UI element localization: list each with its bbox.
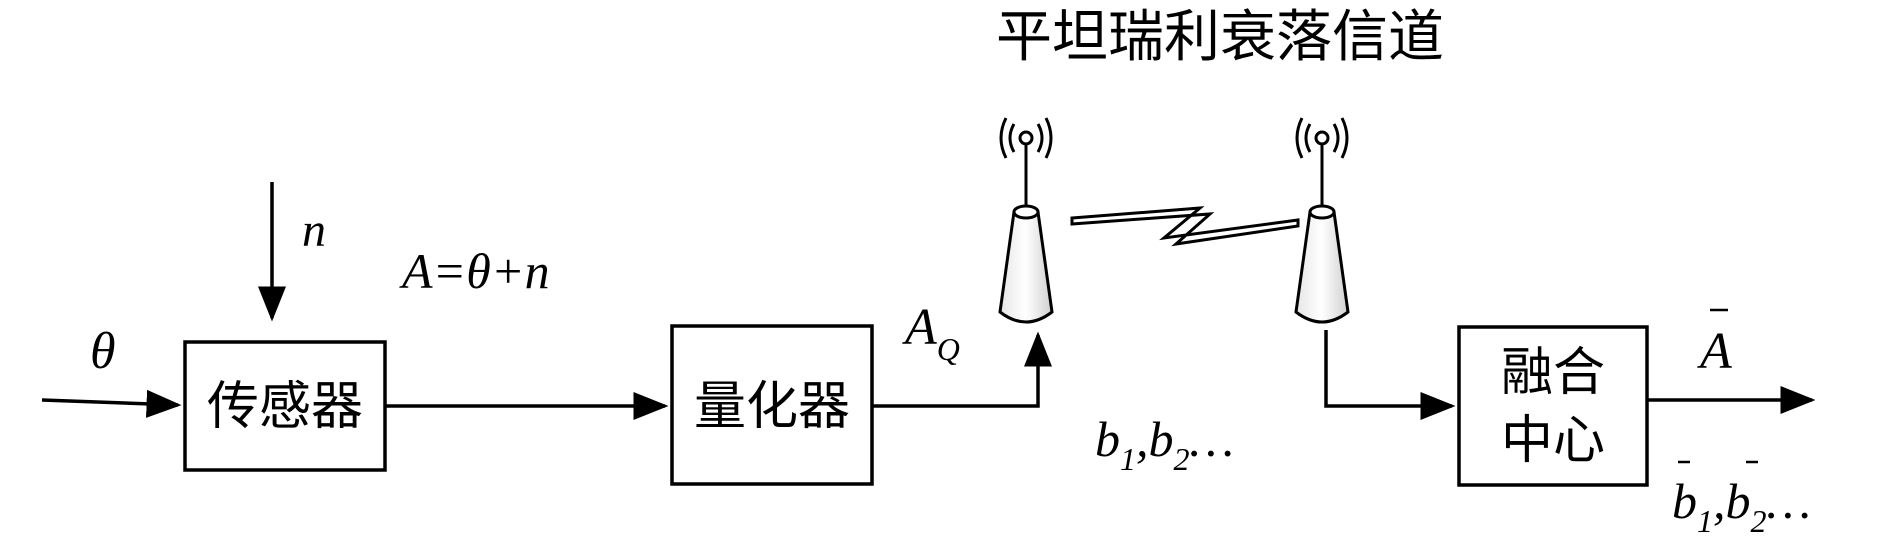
transmit-antenna [998, 117, 1054, 324]
theta-input-arrow [41, 389, 182, 418]
noise-label: n [302, 204, 326, 257]
bar-comma: , [1713, 473, 1726, 529]
sum-equation: A=θ+n [399, 243, 550, 299]
wireless-link-icon [1070, 206, 1300, 247]
bits-sub2: 2 [1174, 441, 1190, 477]
bits-comma: , [1136, 411, 1149, 467]
quantizer-label: 量化器 [694, 377, 850, 437]
channel-title: 平坦瑞利衰落信道 [996, 5, 1444, 70]
a-hat-label: A [1697, 323, 1732, 380]
bits-dots: … [1190, 411, 1234, 467]
bits-b2: b [1149, 411, 1174, 467]
bar-dots: … [1767, 473, 1811, 529]
quantizer-to-antenna-arrow [872, 331, 1052, 408]
bar-bits-label: b1,b2… [1672, 473, 1811, 539]
bits-b1: b [1095, 411, 1120, 467]
aq-main: A [902, 299, 937, 356]
bar-b1: b [1672, 473, 1697, 529]
sensor-label: 传感器 [207, 377, 363, 437]
bits-label: b1,b2… [1095, 411, 1234, 477]
receive-antenna-signal-icon [1295, 117, 1349, 159]
bar-sub1: 1 [1697, 503, 1713, 539]
quantizer-block [670, 324, 874, 486]
antenna-to-fusion-arrow [1324, 330, 1456, 420]
bar-b2: b [1726, 473, 1751, 529]
bits-sub1: 1 [1120, 441, 1136, 477]
aq-label: AQ [902, 299, 960, 367]
fusion-center-block [1457, 325, 1649, 487]
aq-subscript: Q [937, 331, 960, 367]
receive-antenna [1294, 117, 1350, 324]
fusion-label-line2: 中心 [1501, 411, 1605, 471]
fusion-label-line1: 融合 [1501, 343, 1605, 403]
bar-sub2: 2 [1751, 503, 1767, 539]
transmit-antenna-signal-icon [999, 117, 1053, 159]
theta-label: θ [90, 323, 116, 380]
